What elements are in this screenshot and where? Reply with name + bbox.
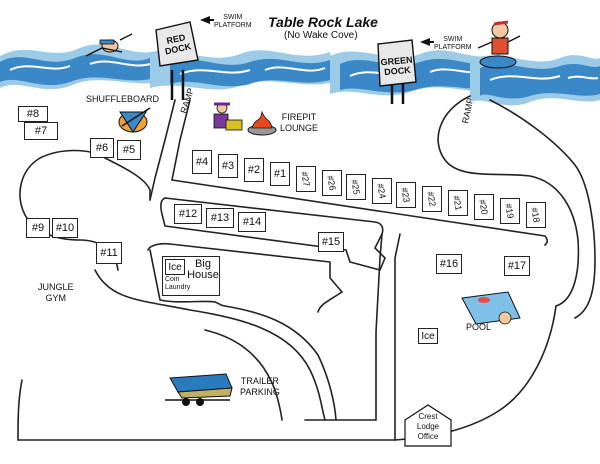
big-house-building: Ice Big House Coin Laundry	[162, 256, 220, 296]
trailer-line2: PARKING	[240, 387, 280, 397]
site-25-label: #25	[349, 178, 363, 196]
site-24: #24	[372, 178, 392, 204]
big-house-title: Big House	[187, 259, 219, 281]
site-5: #5	[117, 140, 141, 160]
shuffleboard-icon	[118, 107, 151, 133]
site-18: #18	[526, 202, 546, 228]
lake-title: Table Rock Lake	[268, 14, 378, 30]
firepit-label: FIREPIT LOUNGE	[280, 112, 318, 134]
site-10: #10	[52, 218, 78, 238]
firepit-line1: FIREPIT	[281, 112, 317, 122]
ramp-right-label: RAMP	[460, 97, 475, 125]
site-24-label: #24	[375, 182, 389, 200]
campground-roads	[17, 95, 596, 441]
shuffleboard-label: SHUFFLEBOARD	[86, 94, 160, 104]
site-2: #2	[244, 158, 264, 182]
site-27-label: #27	[299, 170, 313, 188]
site-25: #25	[346, 174, 366, 200]
site-8: #8	[18, 106, 48, 122]
big-house-line2: House	[187, 269, 219, 281]
site-26: #26	[322, 170, 342, 196]
site-23-label: #23	[399, 186, 413, 204]
site-16: #16	[436, 254, 462, 274]
site-1: #1	[270, 162, 290, 186]
pool-icon	[461, 291, 521, 325]
coin-laundry: Coin Laundry	[165, 276, 190, 292]
swimmer-illustration	[85, 33, 133, 57]
site-15: #15	[318, 232, 344, 252]
site-4: #4	[192, 150, 212, 174]
site-27: #27	[296, 166, 316, 192]
tube-swimmer-illustration	[477, 20, 521, 69]
laundry-line: Laundry	[165, 284, 191, 291]
swim-platform-1-line1: SWIM	[223, 14, 243, 21]
site-22-label: #22	[425, 190, 439, 208]
swim-platform-arrows	[200, 16, 434, 46]
site-21-label: #21	[451, 194, 465, 212]
site-13: #13	[206, 208, 234, 228]
site-20: #20	[474, 194, 494, 220]
big-house-line1: Big	[195, 258, 211, 270]
pool-label: POOL	[466, 322, 492, 332]
trailer-line1: TRAILER	[240, 376, 279, 386]
coin-line: Coin	[165, 276, 180, 283]
office-line3: Office	[417, 432, 439, 441]
site-20-label: #20	[477, 198, 491, 216]
site-3: #3	[218, 154, 238, 178]
site-7: #7	[24, 122, 58, 140]
site-26-label: #26	[325, 174, 339, 192]
jungle-line2: GYM	[45, 293, 67, 303]
trailer-parking-label: TRAILER PARKING	[240, 376, 280, 398]
red-dock-sign	[155, 21, 199, 100]
site-14: #14	[238, 212, 266, 232]
lodge-office-icon	[404, 404, 452, 447]
boat-trailer-icon	[165, 373, 233, 406]
firepit-line2: LOUNGE	[280, 123, 319, 133]
site-12: #12	[174, 204, 202, 224]
green-dock-label: GREEN DOCK	[379, 55, 415, 78]
site-11: #11	[96, 242, 122, 264]
site-6: #6	[90, 138, 114, 158]
swim-platform-2-line1: SWIM	[443, 36, 463, 43]
site-19-label: #19	[503, 202, 517, 220]
swim-platform-1-line2: PLATFORM	[214, 22, 252, 29]
site-19: #19	[500, 198, 520, 224]
swim-platform-2-line2: PLATFORM	[434, 44, 472, 51]
firepit-icon	[213, 102, 277, 136]
swim-platform-label-2: SWIM PLATFORM	[434, 36, 472, 52]
site-21: #21	[448, 190, 468, 216]
site-17: #17	[504, 256, 530, 276]
site-18-label: #18	[529, 206, 543, 224]
jungle-line1: JUNGLE	[38, 282, 74, 292]
site-9: #9	[26, 218, 50, 238]
site-22: #22	[422, 186, 442, 212]
green-dock-sign	[377, 39, 417, 104]
ramp-left-label: RAMP	[178, 87, 196, 115]
swim-platform-label-1: SWIM PLATFORM	[214, 14, 252, 30]
lodge-office-label: Crest Lodge Office	[416, 412, 440, 442]
office-line2: Lodge	[416, 422, 440, 431]
jungle-gym-label: JUNGLE GYM	[38, 282, 74, 304]
big-house-ice: Ice	[165, 259, 185, 275]
ice-box-pool: Ice	[418, 328, 438, 344]
office-line1: Crest	[418, 412, 438, 421]
lake-subtitle: (No Wake Cove)	[284, 30, 358, 41]
site-23: #23	[396, 182, 416, 208]
